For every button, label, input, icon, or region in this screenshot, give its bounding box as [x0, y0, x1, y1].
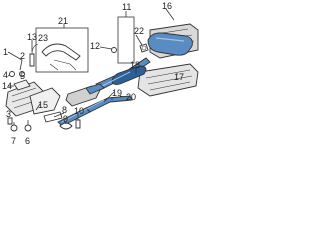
lower-heat-shield-detail: [145, 69, 193, 91]
callout-22: 22: [134, 26, 144, 36]
sensor-pipe-21: [41, 43, 81, 61]
hanger-22-ring: [141, 45, 147, 51]
bolt-10: [75, 119, 81, 129]
callout-8: 8: [62, 105, 67, 115]
callout-4: 4: [3, 70, 8, 80]
callout-10: 10: [74, 106, 84, 116]
center-muffler: [111, 65, 147, 85]
callout-6: 6: [25, 136, 30, 146]
clamp-9: [59, 122, 73, 130]
callout-18: 18: [130, 60, 140, 70]
lower-heat-shield: [137, 63, 199, 97]
callout-7: 7: [11, 136, 16, 146]
callout-12: 12: [90, 41, 100, 51]
gasket-7: [10, 124, 18, 132]
callout-box-11: [117, 16, 135, 64]
callout-20: 20: [126, 92, 136, 102]
oxygen-sensor-13: [29, 53, 35, 67]
gasket-12: [111, 47, 117, 53]
sensor-bracket-21: [49, 59, 77, 71]
gasket-6: [24, 124, 32, 132]
callout-3: 3: [6, 109, 11, 119]
bolt-5: [19, 71, 25, 77]
callout-19: 19: [112, 88, 122, 98]
diagram-svg: 11 16 21 23 22 12 13 1 2 4 5 14 15 3 8 9…: [2, 1, 199, 146]
front-pipe: [85, 83, 105, 95]
callout-16: 16: [162, 1, 172, 11]
callout-1: 1: [3, 47, 8, 57]
rear-muffler-highlight: [155, 37, 185, 42]
callout-5: 5: [20, 71, 25, 81]
exhaust-parts-diagram: 11 16 21 23 22 12 13 1 2 4 5 14 15 3 8 9…: [0, 0, 200, 147]
callout-13: 13: [27, 32, 37, 42]
oxygen-sensor-13-wire: [31, 43, 39, 55]
callout-box-21: [35, 27, 89, 73]
callout-23: 23: [38, 33, 48, 43]
callout-2: 2: [20, 51, 25, 61]
callout-14: 14: [2, 81, 12, 91]
callout-15: 15: [38, 100, 48, 110]
callout-9: 9: [63, 114, 68, 124]
center-pipe-highlight: [101, 71, 131, 87]
under-pipe-highlight: [61, 99, 105, 123]
bolt-4: [9, 71, 15, 77]
bolt-3: [7, 117, 13, 125]
leader-lines: [7, 8, 178, 125]
callout-11: 11: [122, 2, 131, 12]
under-pipe-tail: [57, 107, 91, 127]
callout-17: 17: [174, 72, 184, 82]
callout-21: 21: [58, 16, 68, 26]
bracket-8: [43, 111, 63, 123]
hanger-22: [139, 43, 149, 53]
heat-shield-14: [13, 79, 31, 91]
